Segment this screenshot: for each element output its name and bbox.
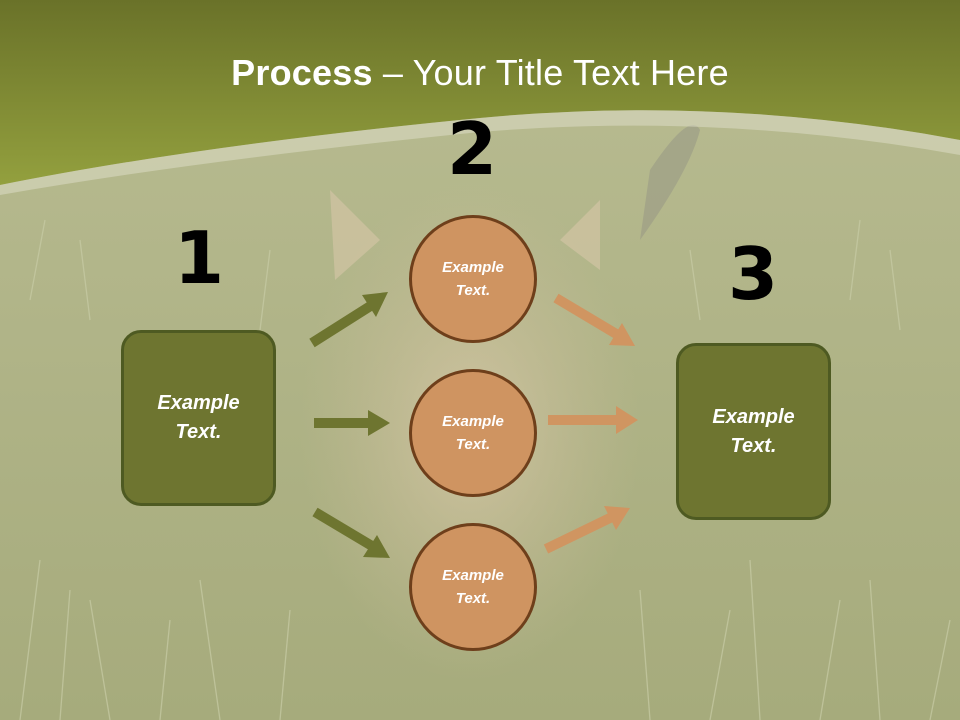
step-number-2: 2	[446, 107, 498, 191]
arrow-middle-to-right	[548, 406, 638, 434]
slide-title: Process – Your Title Text Here	[0, 52, 960, 94]
left-box-label: Example Text.	[157, 392, 240, 443]
circle-label-top: Example Text.	[442, 258, 504, 299]
circle-label-bottom: Example Text.	[442, 566, 504, 607]
arrow-left-to-top	[309, 292, 388, 348]
arrow-bottom-to-right	[543, 506, 630, 554]
right-box-label: Example Text.	[712, 405, 795, 457]
process-circle-middle: Example Text.	[409, 369, 537, 497]
circle-label-middle: Example Text.	[442, 412, 504, 453]
right-process-box: Example Text.	[676, 343, 831, 520]
process-circle-top: Example Text.	[409, 215, 537, 343]
step-number-3: 3	[727, 232, 779, 316]
left-process-box: Example Text.	[121, 330, 276, 506]
process-circle-bottom: Example Text.	[409, 523, 537, 651]
title-bold: Process	[231, 52, 373, 93]
arrow-left-to-middle	[314, 410, 390, 436]
arrow-top-to-right	[553, 293, 635, 346]
header-band	[0, 0, 960, 185]
arrow-left-to-bottom	[312, 507, 390, 558]
step-number-1: 1	[173, 216, 225, 300]
title-rest: – Your Title Text Here	[372, 52, 729, 93]
